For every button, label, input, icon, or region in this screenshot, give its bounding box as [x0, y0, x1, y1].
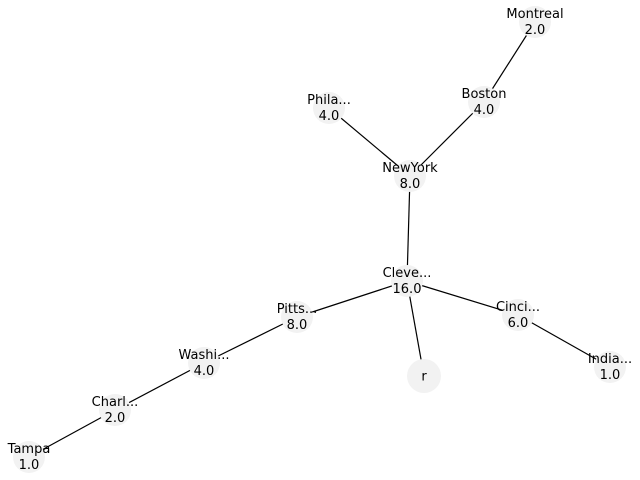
node-phila: Phila...4.0: [307, 92, 351, 124]
edge-cinci-india: [517, 314, 611, 368]
node-circle-boston: [468, 86, 500, 118]
node-value-cinci: 6.0: [508, 316, 529, 331]
node-washi: Washi...4.0: [178, 347, 230, 379]
edge-boston-newyork: [409, 101, 485, 177]
node-name-cinci: Cinci...: [496, 300, 540, 315]
node-charl: Charl...2.0: [92, 394, 139, 426]
node-cinci: Cinci...6.0: [496, 299, 540, 331]
node-circle-r: [407, 359, 441, 393]
node-circle-montreal: [519, 6, 551, 38]
node-value-washi: 4.0: [194, 364, 215, 379]
node-value-charl: 2.0: [105, 411, 126, 426]
node-circle-pitts: [281, 301, 313, 333]
node-name-newyork: NewYork: [382, 161, 438, 176]
node-name-phila: Phila...: [307, 93, 351, 108]
node-r: r: [407, 359, 441, 393]
node-name-india: India...: [588, 352, 632, 367]
node-name-washi: Washi...: [178, 348, 229, 363]
node-value-cleve: 16.0: [393, 282, 422, 297]
node-value-india: 1.0: [600, 368, 621, 383]
edge-newyork-cleve: [406, 175, 411, 282]
node-circle-charl: [99, 394, 131, 426]
node-value-newyork: 8.0: [400, 177, 421, 192]
node-cleve: Cleve...16.0: [383, 265, 432, 297]
edge-cleve-pitts: [296, 280, 408, 318]
edge-charl-tampa: [28, 409, 116, 458]
node-circle-india: [594, 351, 626, 383]
node-india: India...1.0: [588, 351, 632, 383]
node-name-charl: Charl...: [92, 395, 139, 410]
edge-washi-charl: [114, 362, 205, 411]
node-value-montreal: 2.0: [525, 23, 546, 38]
node-value-boston: 4.0: [474, 103, 495, 118]
node-name-cleve: Cleve...: [383, 266, 432, 281]
node-name-pitts: Pitts...: [277, 302, 318, 317]
node-circle-cleve: [391, 265, 423, 297]
node-name-tampa: Tampa: [7, 442, 51, 457]
node-name-r: r: [421, 370, 427, 385]
node-value-pitts: 8.0: [287, 318, 308, 333]
node-circle-phila: [313, 92, 345, 124]
edge-cleve-cinci: [406, 280, 519, 316]
node-circle-newyork: [394, 160, 426, 192]
node-circle-washi: [188, 347, 220, 379]
node-value-tampa: 1.0: [19, 458, 40, 473]
nodes-layer: Montreal2.0Boston4.0Phila...4.0NewYork8.…: [7, 6, 632, 473]
edge-pitts-washi: [203, 316, 298, 364]
node-name-montreal: Montreal: [506, 7, 563, 22]
node-pitts: Pitts...8.0: [277, 301, 318, 333]
edges-layer: [28, 21, 611, 458]
node-circle-tampa: [13, 441, 45, 473]
node-name-boston: Boston: [462, 87, 507, 102]
node-value-phila: 4.0: [319, 109, 340, 124]
edge-phila-newyork: [328, 107, 411, 177]
node-circle-cinci: [502, 299, 534, 331]
